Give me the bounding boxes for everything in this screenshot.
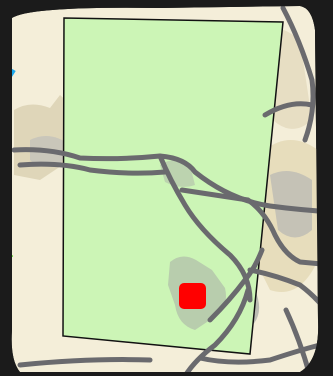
edge-label bbox=[0, 343, 27, 357]
road bbox=[280, 5, 316, 143]
road bbox=[262, 101, 315, 118]
road bbox=[179, 187, 333, 268]
road bbox=[207, 247, 265, 323]
road bbox=[17, 357, 153, 368]
location-marker[interactable] bbox=[179, 283, 206, 309]
road bbox=[197, 342, 323, 365]
road bbox=[11, 147, 333, 215]
road bbox=[157, 153, 253, 303]
road bbox=[182, 287, 251, 376]
developed-area bbox=[270, 171, 312, 238]
road bbox=[17, 161, 168, 176]
